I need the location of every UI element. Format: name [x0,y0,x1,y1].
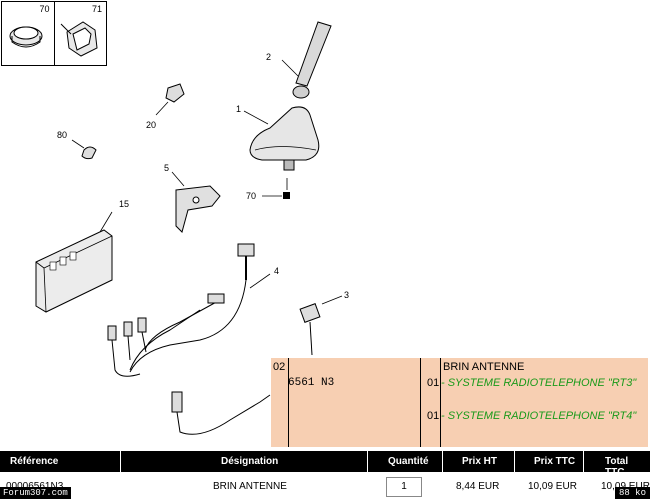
parts-table-header: Référence Désignation Quantité Prix HT P… [0,451,650,478]
header-reference: Référence [10,456,59,467]
module-box[interactable] [35,229,113,313]
part-info-panel: 02 BRIN ANTENNE 6561 N3 01 - SYSTEME RAD… [271,358,648,447]
callout-80: 80 [57,130,67,140]
connector-clip-icon [60,21,98,57]
table-row: 00006561N3 BRIN ANTENNE 8,44 EUR 10,09 E… [0,472,650,499]
callout-70: 70 [246,191,256,201]
antenna-base[interactable] [249,106,320,171]
cable-3[interactable] [171,303,321,435]
variant-description: - SYSTEME RADIOTELEPHONE "RT4" [441,410,637,422]
callout-2: 2 [266,52,271,62]
file-size-label: 88 ko [614,487,650,499]
part-70-marker[interactable] [283,192,290,199]
clip-part[interactable] [81,146,97,160]
callout-4: 4 [274,266,279,276]
part-reference: 6561 N3 [288,377,335,389]
part-title: BRIN ANTENNE [443,361,525,373]
parts-diagram: 2 1 70 20 80 5 15 [35,21,349,435]
callout-20: 20 [146,120,156,130]
detail-thumbnails: 70 71 [1,1,107,66]
nut-part[interactable] [165,83,185,103]
cell-prix-ht: 8,44 EUR [456,481,500,492]
variant-description: - SYSTEME RADIOTELEPHONE "RT3" [441,377,637,389]
cell-total-ttc: 10,09 EUR [601,481,650,492]
thumbnail-label: 70 [39,4,50,14]
cell-reference: 00006561N3 [6,481,63,492]
variant-qty: 01 [427,410,440,422]
part-code: 02 [273,361,286,373]
callout-3: 3 [344,290,349,300]
callout-15: 15 [119,199,129,209]
header-prix-ttc: Prix TTC [534,456,576,467]
cell-designation: BRIN ANTENNE [213,481,287,492]
cable-harness[interactable] [107,243,255,377]
thumbnail-71[interactable]: 71 [55,2,107,65]
header-quantity: Quantité [388,456,429,467]
variant-qty: 01 [427,377,440,389]
antenna-rod[interactable] [292,21,332,99]
thumbnail-label: 71 [91,4,102,14]
thumbnail-70[interactable]: 70 [2,2,55,65]
bracket-part[interactable] [175,185,221,233]
header-total-ttc: Total TTC [605,456,629,478]
header-prix-ht: Prix HT [462,456,498,467]
quantity-input[interactable]: 1 [386,477,422,497]
ring-clip-icon [9,26,43,48]
callout-1: 1 [236,104,241,114]
cell-prix-ttc: 10,09 EUR [528,481,577,492]
callout-5: 5 [164,163,169,173]
header-designation: Désignation [221,456,279,467]
watermark-site: Forum307.com [0,487,71,499]
